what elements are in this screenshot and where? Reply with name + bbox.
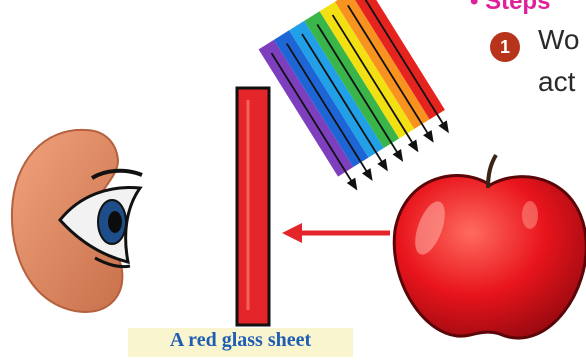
light-ray-arrowhead bbox=[362, 168, 377, 183]
step-text-line-1: Wo bbox=[538, 24, 580, 56]
step-text-line-2: act bbox=[538, 66, 575, 98]
glass-sheet-caption: A red glass sheet bbox=[128, 329, 353, 352]
light-ray-arrowhead bbox=[408, 139, 423, 154]
steps-heading: • Steps bbox=[470, 0, 550, 16]
white-light-rays bbox=[259, 0, 457, 195]
red-light-arrow bbox=[282, 223, 390, 243]
step-number-badge: 1 bbox=[490, 32, 520, 62]
light-ray-arrowhead bbox=[393, 149, 408, 164]
red-glass-sheet bbox=[237, 88, 269, 325]
light-ray-arrowhead bbox=[423, 130, 438, 145]
light-ray-arrowhead bbox=[438, 120, 453, 135]
light-ray-arrowhead bbox=[347, 178, 362, 193]
eye-icon bbox=[12, 130, 142, 312]
apple-icon bbox=[394, 155, 586, 338]
light-ray-arrowhead bbox=[377, 159, 392, 174]
